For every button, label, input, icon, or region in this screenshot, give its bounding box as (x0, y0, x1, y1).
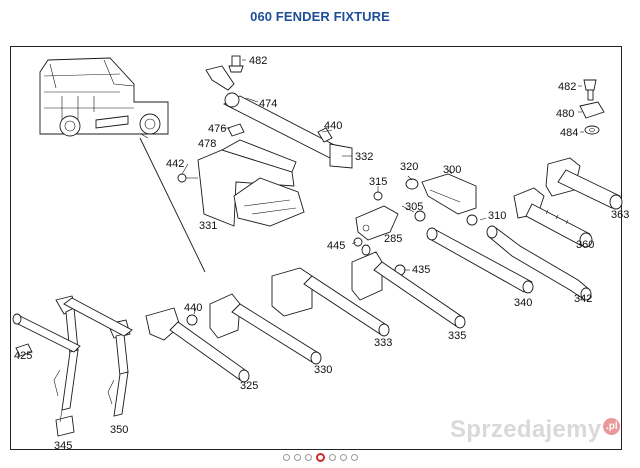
tube-360 (513, 187, 593, 248)
watermark-logo-icon: .pl (603, 417, 621, 435)
tube-345-350 (12, 297, 133, 357)
pagination-dot-3[interactable] (304, 453, 312, 461)
callout-484: 484 (560, 127, 578, 139)
callout-340: 340 (514, 297, 532, 309)
pagination-dot-4[interactable] (315, 452, 325, 462)
callout-440: 440 (324, 120, 342, 132)
callout-345: 345 (54, 440, 72, 452)
watermark-text: Sprzedajemy (450, 416, 602, 443)
watermark: Sprzedajemy .pl (450, 416, 621, 444)
callout-333: 333 (374, 337, 392, 349)
callout-363: 363 (611, 209, 629, 221)
bracket-300 (405, 173, 478, 226)
truck-cab-illustration (39, 57, 206, 273)
callout-332: 332 (355, 151, 373, 163)
callout-474: 474 (259, 98, 277, 110)
callout-310: 310 (488, 210, 506, 222)
bracket-345 (53, 295, 79, 437)
callout-labels: 482 474 476 478 440 332 442 331 320 300 … (14, 55, 629, 452)
callout-425: 425 (14, 350, 32, 362)
pagination-dot-2[interactable] (293, 453, 301, 461)
callout-478: 478 (198, 138, 216, 150)
callout-285: 285 (384, 233, 402, 245)
arm-333 (271, 267, 390, 337)
callout-440-b: 440 (184, 302, 202, 314)
pagination-dot-1[interactable] (282, 453, 290, 461)
tube-363 (545, 157, 623, 210)
arm-330 (186, 293, 322, 365)
pagination-dot-6[interactable] (339, 453, 347, 461)
diagram-title: 060 FENDER FIXTURE (250, 9, 390, 24)
support-331 (177, 139, 305, 227)
tube-340 (426, 227, 534, 294)
leader-lines (181, 59, 584, 315)
arm-325 (145, 307, 250, 383)
callout-482-b: 482 (558, 81, 576, 93)
diagram-frame (10, 46, 622, 450)
pagination-dot-5[interactable] (328, 453, 336, 461)
callout-315: 315 (369, 176, 387, 188)
callout-305: 305 (405, 201, 423, 213)
callout-445: 445 (327, 240, 345, 252)
callout-350: 350 (110, 424, 128, 436)
callout-335: 335 (448, 330, 466, 342)
pagination-dots (0, 450, 640, 464)
arm-335 (351, 244, 466, 329)
callout-476: 476 (208, 123, 226, 135)
callout-300: 300 (443, 164, 461, 176)
callout-480: 480 (556, 108, 574, 120)
callout-442: 442 (166, 158, 184, 170)
pagination-dot-7[interactable] (350, 453, 358, 461)
callout-360: 360 (576, 239, 594, 251)
fastener-stack (579, 79, 605, 135)
callout-330: 330 (314, 364, 332, 376)
callout-435: 435 (412, 264, 430, 276)
callout-320: 320 (400, 161, 418, 173)
bracket-474 (205, 55, 353, 169)
callout-331: 331 (199, 220, 217, 232)
callout-342: 342 (574, 293, 592, 305)
bracket-305 (353, 191, 426, 247)
callout-325: 325 (240, 380, 258, 392)
callout-482: 482 (249, 55, 267, 67)
tube-342 (486, 225, 592, 301)
